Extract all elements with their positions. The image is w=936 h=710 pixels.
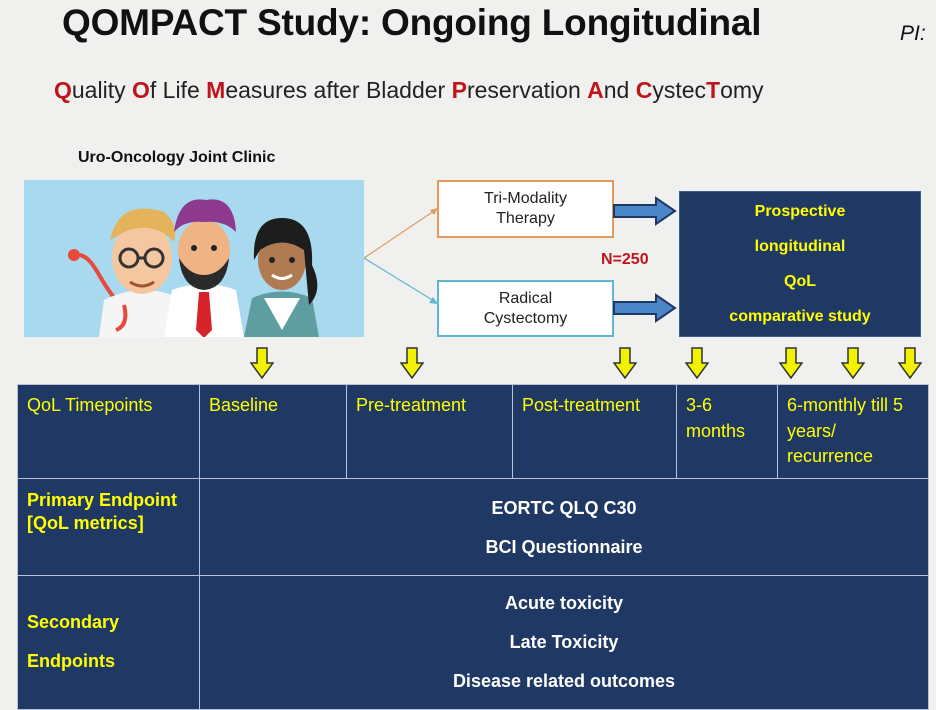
- right-arrow-icon: [613, 196, 677, 226]
- tmt-label-line1: Tri-Modality: [484, 190, 567, 207]
- primary-endpoint-items: EORTC QLQ C30 BCI Questionnaire: [199, 477, 929, 576]
- primary-endpoint-item: EORTC QLQ C30: [491, 497, 637, 518]
- primary-endpoint-row: Primary Endpoint [QoL metrics] EORTC QLQ…: [17, 477, 929, 576]
- down-arrow-icon: [250, 347, 274, 379]
- acronym-letter: O: [131, 77, 150, 103]
- timepoint-cell: Pre-treatment: [346, 384, 513, 479]
- timepoints-row: QoL Timepoints Baseline Pre-treatment Po…: [17, 384, 929, 479]
- tmt-label-line2: Therapy: [496, 210, 555, 227]
- secondary-endpoint-item: Acute toxicity: [504, 592, 624, 613]
- right-arrow-icon: [613, 293, 677, 323]
- clinic-label: Uro-Oncology Joint Clinic: [78, 149, 276, 166]
- subtitle-text: ystec: [652, 77, 707, 103]
- prospective-study-box: Prospective longitudinal QoL comparative…: [679, 191, 921, 337]
- study-line: comparative study: [729, 308, 871, 325]
- down-arrow-icon: [841, 347, 865, 379]
- acronym-letter: M: [206, 77, 226, 103]
- secondary-endpoint-items: Acute toxicity Late Toxicity Disease rel…: [199, 574, 929, 710]
- subtitle-text: nd: [603, 77, 636, 103]
- secondary-endpoint-row: Secondary Endpoints Acute toxicity Late …: [17, 574, 929, 710]
- subtitle-text: easures after Bladder: [225, 77, 452, 103]
- subtitle-text: omy: [720, 77, 764, 103]
- down-arrow-icon: [779, 347, 803, 379]
- secondary-header-line: Secondary: [27, 612, 120, 633]
- timepoints-header: QoL Timepoints: [17, 384, 200, 479]
- secondary-endpoint-item: Disease related outcomes: [452, 670, 676, 691]
- study-line: Prospective: [754, 203, 846, 220]
- sample-size-label: N=250: [601, 251, 649, 268]
- acronym-letter: Q: [54, 77, 72, 103]
- timepoint-cell: 3-6 months: [676, 384, 778, 479]
- doctors-icon: [68, 199, 319, 337]
- three-doctors-illustration: [24, 180, 364, 337]
- secondary-endpoint-header: Secondary Endpoints: [17, 574, 200, 710]
- subtitle-text: reservation: [466, 77, 588, 103]
- timepoint-cell: Post-treatment: [512, 384, 677, 479]
- acronym-letter: C: [635, 77, 653, 103]
- study-line: longitudinal: [754, 238, 846, 255]
- secondary-endpoint-item: Late Toxicity: [509, 631, 619, 652]
- down-arrow-icon: [685, 347, 709, 379]
- rc-label-line2: Cystectomy: [483, 309, 568, 327]
- qol-study-table: QoL Timepoints Baseline Pre-treatment Po…: [17, 384, 929, 710]
- down-arrow-icon: [613, 347, 637, 379]
- study-line: QoL: [784, 273, 816, 290]
- acronym-letter: T: [706, 77, 721, 103]
- split-connector: [364, 208, 438, 304]
- acronym-letter: A: [587, 77, 604, 103]
- timepoint-cell: 6-monthly till 5 years/ recurrence: [777, 384, 929, 479]
- rc-label-line1: Radical: [498, 289, 553, 307]
- subtitle-text: f Life: [149, 77, 207, 103]
- down-arrow-icon: [898, 347, 922, 379]
- secondary-header-line: Endpoints: [27, 651, 115, 672]
- acronym-letter: P: [451, 77, 467, 103]
- subtitle-text: uality: [71, 77, 132, 103]
- primary-endpoint-header: Primary Endpoint [QoL metrics]: [17, 477, 200, 576]
- pi-label: PI:: [900, 22, 926, 45]
- acronym-subtitle: Quality Of Life Measures after Bladder P…: [54, 77, 764, 104]
- primary-endpoint-item: BCI Questionnaire: [485, 536, 643, 557]
- timepoint-cell: Baseline: [199, 384, 347, 479]
- down-arrow-icon: [400, 347, 424, 379]
- slide-title: QOMPACT Study: Ongoing Longitudinal: [62, 2, 762, 43]
